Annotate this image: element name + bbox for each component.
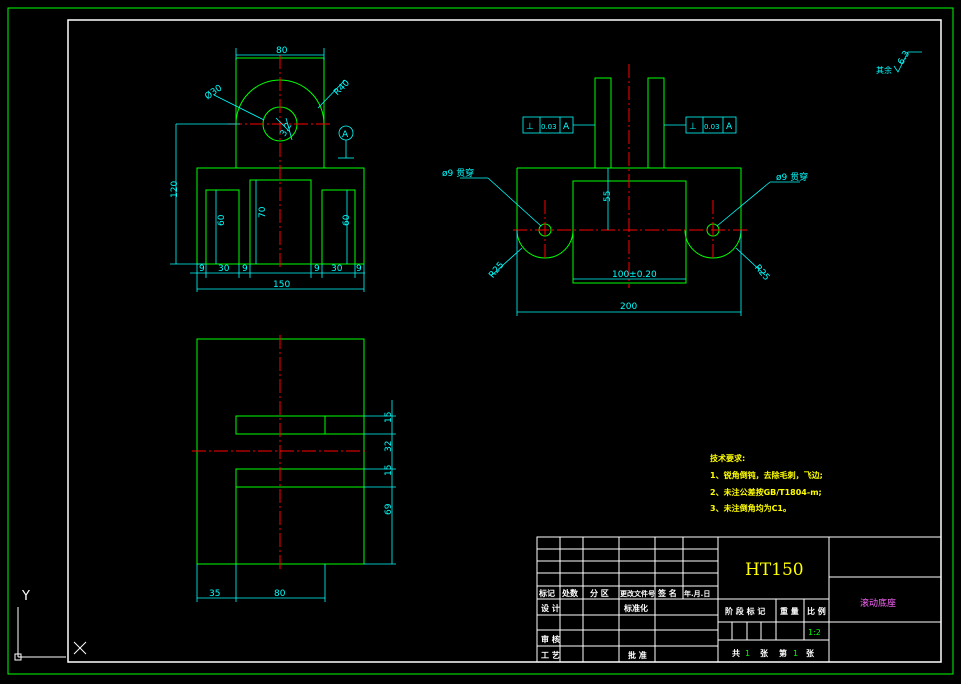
dim-side-r25-right: R25	[752, 263, 771, 283]
part-name: 滚动底座	[860, 597, 896, 609]
dim-front-hole-dia: Ø30	[203, 82, 225, 102]
dim-side-hole-left: ø9 贯穿	[442, 167, 474, 179]
front-view	[170, 48, 365, 292]
dim-front-arc-radius: R40	[332, 78, 352, 98]
dim-top-69: 69	[384, 503, 394, 515]
dim-front-bottom-9d: 9	[356, 264, 362, 274]
ucs-icon	[14, 607, 87, 661]
dim-front-center-h: 70	[258, 206, 268, 218]
dim-side-h55: 55	[603, 191, 613, 202]
roughness-symbol	[893, 51, 922, 73]
tb-unit-2: 张	[806, 649, 815, 658]
dim-side-total-width: 200	[620, 302, 637, 312]
tb-doc: 更改文件号	[620, 589, 655, 598]
tb-zone: 分 区	[590, 588, 609, 598]
tb-scale: 比 例	[807, 606, 826, 616]
notes-line-1: 1、锐角倒钝，去除毛刺，飞边;	[710, 470, 823, 480]
notes-line-3: 3、未注倒角均为C1。	[710, 503, 791, 513]
tb-total-sheets: 1	[745, 649, 750, 658]
title-block	[536, 536, 942, 663]
tb-count: 处数	[561, 588, 579, 598]
datum-a-label: A	[342, 130, 349, 140]
dim-front-bottom-30b: 30	[331, 264, 343, 274]
dim-front-bottom-9a: 9	[199, 264, 205, 274]
dim-front-top-width: 80	[276, 46, 288, 56]
dim-front-total-width: 150	[273, 280, 290, 290]
tol-left-symbol: ⊥	[526, 122, 534, 132]
dim-top-35: 35	[209, 589, 220, 599]
tol-left-ref: A	[563, 122, 570, 132]
ucs-y-label: Y	[21, 589, 30, 604]
tb-sign: 签 名	[657, 588, 677, 598]
top-view	[192, 335, 396, 602]
tb-sheet-label: 第	[779, 648, 787, 658]
material-label: HT150	[745, 560, 804, 580]
tol-right-ref: A	[726, 122, 733, 132]
outer-border	[7, 7, 954, 675]
dim-side-r25-left: R25	[487, 260, 506, 280]
dim-top-32: 32	[384, 441, 394, 452]
dim-side-inner-width: 100±0.20	[612, 270, 657, 280]
dim-front-height: 120	[170, 181, 180, 198]
tb-unit-1: 张	[760, 649, 769, 658]
tb-process: 工 艺	[541, 650, 560, 660]
tb-stage: 阶 段 标 记	[725, 606, 765, 616]
tb-design: 设 计	[541, 603, 560, 613]
tol-right-symbol: ⊥	[689, 122, 697, 132]
tol-right-value: 0.03	[704, 123, 720, 131]
tb-weight: 重 量	[780, 606, 799, 616]
tb-std: 标准化	[623, 603, 648, 613]
tb-review: 审 核	[541, 634, 560, 644]
inner-border	[67, 19, 942, 663]
tol-left-value: 0.03	[541, 123, 557, 131]
tb-total-label: 共	[732, 648, 740, 658]
roughness-rest-label: 其余	[876, 65, 892, 75]
dim-front-bottom-9b: 9	[242, 264, 248, 274]
dim-front-slot-left-h: 60	[217, 214, 227, 226]
tb-sheet-no: 1	[793, 649, 798, 658]
dim-top-15b: 15	[384, 465, 394, 476]
dim-top-15a: 15	[384, 412, 394, 423]
dim-top-80: 80	[274, 589, 286, 599]
dim-front-bottom-9c: 9	[314, 264, 320, 274]
notes-line-2: 2、未注公差按GB/T1804-m;	[710, 487, 822, 497]
side-view	[460, 64, 800, 316]
dim-front-bottom-30a: 30	[218, 264, 230, 274]
dim-side-hole-right: ø9 贯穿	[776, 171, 808, 183]
tb-approve: 批 准	[628, 650, 647, 660]
dim-front-slot-right-h: 60	[342, 214, 352, 226]
tb-scale-value: 1:2	[808, 628, 821, 637]
tb-date: 年.月.日	[684, 589, 710, 598]
tb-mark: 标记	[538, 588, 555, 598]
notes-title: 技术要求:	[710, 453, 745, 463]
